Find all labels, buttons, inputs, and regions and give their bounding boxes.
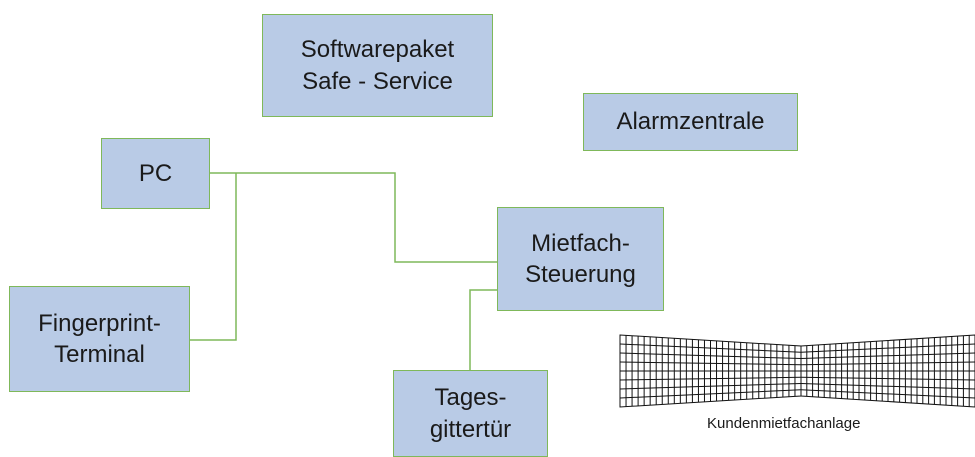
locker-row-line xyxy=(619,352,802,359)
connector-mietfach-tagesgitter xyxy=(469,289,497,370)
locker-row-line xyxy=(619,343,802,353)
connector-pc-fingerprint xyxy=(190,173,237,341)
fingerprint-label-line2: Terminal xyxy=(54,341,145,368)
locker-row-line xyxy=(800,376,975,381)
locker-row-line xyxy=(800,383,975,390)
locker-row-line xyxy=(800,343,975,353)
locker-row-line xyxy=(800,361,975,366)
tagesgitter-label-line1: Tages- xyxy=(434,384,507,412)
locker-wall-left xyxy=(619,334,802,408)
locker-wall-right xyxy=(800,334,975,408)
locker-row-line xyxy=(800,389,975,399)
mietfach-steuerung-box: Mietfach- Steuerung xyxy=(497,207,664,311)
locker-row-line xyxy=(619,376,802,381)
mietfach-label-line1: Mietfach- xyxy=(531,229,630,257)
locker-row-line xyxy=(800,352,975,359)
kundenmietfachanlage-caption: Kundenmietfachanlage xyxy=(707,415,861,432)
connector-pc-mietfach xyxy=(210,172,497,263)
softwarepaket-box: Softwarepaket Safe - Service xyxy=(262,14,493,117)
fingerprint-label-line1: Fingerprint- xyxy=(38,309,161,337)
locker-row-line xyxy=(619,389,802,399)
fingerprint-terminal-box: Fingerprint- Terminal xyxy=(9,286,190,392)
pc-box: PC xyxy=(101,138,210,209)
tagesgitter-label-line2: gittertür xyxy=(429,415,512,443)
alarmzentrale-box: Alarmzentrale xyxy=(583,93,798,151)
locker-row-line xyxy=(619,383,802,390)
tagesgittertuer-box: Tages- gittertür xyxy=(393,370,548,457)
pc-label: PC xyxy=(138,159,173,187)
softwarepaket-label-line1: Softwarepaket xyxy=(300,36,455,64)
mietfach-label-line2: Steuerung xyxy=(525,261,636,288)
softwarepaket-label-line2: Safe - Service xyxy=(302,67,453,95)
alarmzentrale-label: Alarmzentrale xyxy=(616,108,765,136)
locker-row-line xyxy=(619,361,802,366)
